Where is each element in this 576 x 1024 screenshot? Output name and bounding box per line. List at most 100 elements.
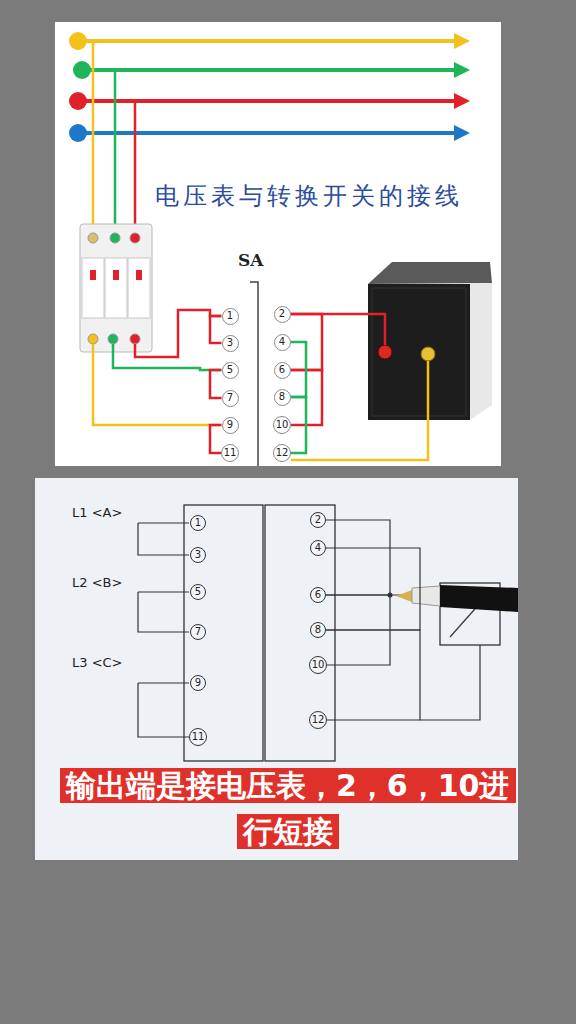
breaker-handle: [136, 270, 142, 280]
bus-dot: [69, 32, 87, 50]
title: 电压表与转换开关的接线: [155, 180, 463, 212]
phase-label: L2 <B>: [72, 575, 122, 590]
caption: 输出端是接电压表，2，6，10进行短接: [60, 768, 516, 849]
top-panel: [55, 22, 501, 466]
caption-box: 输出端是接电压表，2，6，10进行短接: [60, 763, 515, 855]
jumper-wire: [210, 425, 222, 453]
terminal-number: 2: [279, 309, 285, 319]
jumper-wire: [326, 520, 390, 595]
terminal: 6: [310, 587, 326, 603]
terminal: 4: [310, 540, 326, 556]
terminal-number: 1: [195, 518, 201, 528]
terminal: 2: [274, 306, 291, 323]
terminal-number: 3: [195, 550, 201, 560]
terminal-number: 2: [315, 515, 321, 525]
terminal: 8: [310, 622, 326, 638]
pen-body: [440, 585, 518, 612]
terminal-number: 5: [227, 365, 233, 375]
wire: [138, 592, 189, 632]
bus-line: [78, 39, 458, 43]
wire: [420, 645, 480, 720]
terminal-number: 9: [195, 678, 201, 688]
terminal-number: 10: [276, 420, 289, 430]
terminal-number: 11: [192, 732, 205, 742]
jumper-wire: [291, 397, 307, 453]
terminal: 6: [274, 362, 291, 379]
terminal-number: 5: [195, 587, 201, 597]
terminal-number: 8: [315, 625, 321, 635]
switch-body: [250, 282, 258, 466]
wire: [134, 101, 137, 236]
meter-terminal: [421, 347, 435, 361]
terminal: 7: [190, 624, 206, 640]
breaker-terminal: [88, 233, 98, 243]
wire: [138, 522, 189, 523]
jumper-wire: [291, 342, 307, 397]
terminal: 1: [222, 308, 239, 325]
terminal: 2: [310, 512, 326, 528]
breaker-body: [80, 224, 152, 352]
terminal: 11: [189, 728, 207, 746]
terminal: 3: [190, 547, 206, 563]
breaker-handle: [90, 270, 96, 280]
breaker-pole: [82, 258, 104, 318]
meter-body: [368, 284, 470, 420]
arrow-head: [454, 33, 470, 49]
terminal-number: 4: [315, 543, 321, 553]
terminal-number: 3: [227, 338, 233, 348]
terminal: 12: [309, 711, 327, 729]
wire: [92, 41, 95, 236]
terminal: 9: [222, 417, 239, 434]
terminal-number: 7: [195, 627, 201, 637]
wire: [93, 344, 221, 425]
jumper-wire: [326, 548, 420, 630]
jumper-wire: [210, 316, 222, 343]
phase-label: L1 <A>: [72, 505, 122, 520]
wire: [135, 310, 221, 357]
terminal-number: 8: [279, 392, 285, 402]
terminal: 5: [190, 584, 206, 600]
breaker-pole: [128, 258, 150, 318]
breaker-pole: [105, 258, 127, 318]
wire: [114, 70, 117, 236]
switch-body: [265, 505, 335, 761]
pen-tip: [412, 586, 440, 606]
terminal-number: 12: [276, 448, 289, 458]
bottom-panel: [35, 478, 518, 860]
terminal: 4: [274, 334, 291, 351]
terminal: 5: [222, 362, 239, 379]
terminal: 3: [222, 335, 239, 352]
meter-top: [368, 262, 492, 284]
wire: [291, 361, 428, 460]
breaker-terminal: [130, 334, 140, 344]
terminal: 10: [273, 416, 291, 434]
terminal: 11: [221, 444, 239, 462]
terminal-number: 6: [315, 590, 321, 600]
terminal: 7: [222, 390, 239, 407]
terminal-number: 1: [227, 311, 233, 321]
terminal-number: 11: [224, 448, 237, 458]
bus-line: [82, 68, 458, 72]
meter-terminal: [378, 345, 392, 359]
phase-label: L3 <C>: [72, 655, 123, 670]
terminal-number: 12: [312, 715, 325, 725]
terminal: 9: [190, 675, 206, 691]
wire: [138, 682, 189, 683]
breaker-terminal: [108, 334, 118, 344]
wire: [138, 523, 189, 555]
terminal-number: 7: [227, 393, 233, 403]
breaker-handle: [113, 270, 119, 280]
arrow-head: [454, 62, 470, 78]
terminal-number: 4: [279, 337, 285, 347]
breaker-terminal: [88, 334, 98, 344]
terminal-number: 6: [279, 365, 285, 375]
breaker-terminal: [110, 233, 120, 243]
jumper-wire: [326, 630, 420, 720]
terminal-number: 10: [312, 660, 325, 670]
wire: [113, 344, 221, 370]
bus-dot: [73, 61, 91, 79]
meter-side: [470, 283, 492, 420]
bus-dot: [69, 92, 87, 110]
wire: [291, 314, 385, 345]
